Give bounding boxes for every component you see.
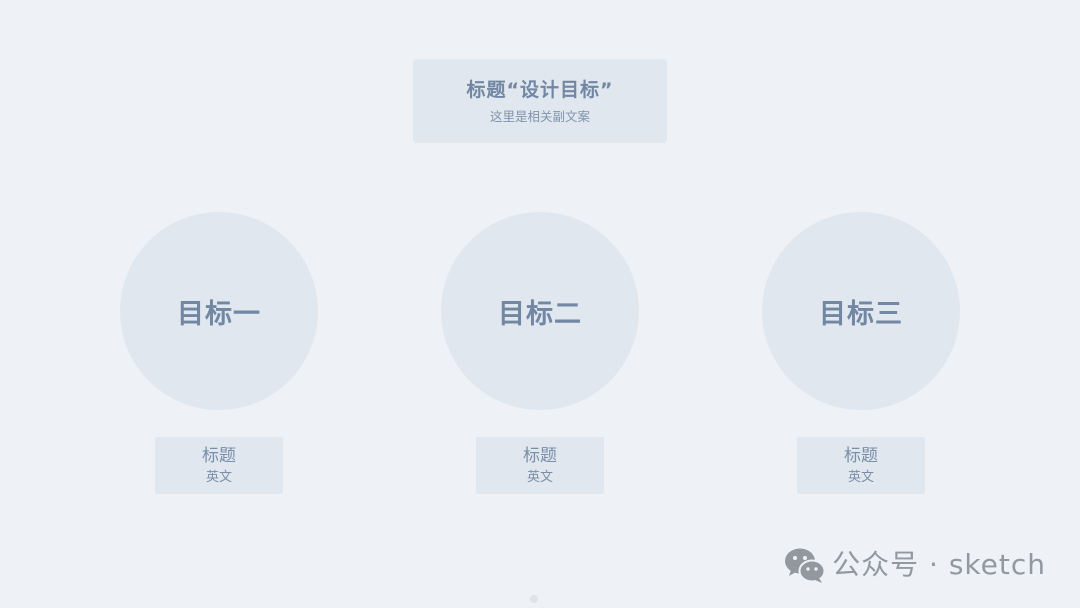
- watermark: 公众号 · sketch: [784, 545, 1046, 585]
- wechat-icon: [785, 548, 826, 583]
- goal-card-1: 目标一 标题 英文: [120, 212, 318, 494]
- goal-label-title: 标题: [523, 446, 557, 466]
- goal-circle: 目标三: [762, 212, 960, 410]
- header-card: 标题“设计目标” 这里是相关副文案: [413, 59, 667, 143]
- goal-label-subtitle: 英文: [847, 470, 874, 485]
- page-title: 标题“设计目标”: [466, 78, 614, 101]
- goal-label-subtitle: 英文: [526, 470, 553, 485]
- goal-label-subtitle: 英文: [205, 470, 232, 485]
- goal-card-3: 目标三 标题 英文: [762, 212, 960, 494]
- goal-title: 目标二: [498, 298, 582, 330]
- goal-label-box: 标题 英文: [476, 437, 604, 494]
- goal-label-box: 标题 英文: [155, 437, 283, 494]
- goal-title: 目标一: [177, 298, 261, 330]
- goal-label-title: 标题: [202, 446, 236, 466]
- small-logo-icon: [530, 595, 538, 603]
- goal-circle: 目标二: [441, 212, 639, 410]
- goal-label-title: 标题: [844, 446, 878, 466]
- goal-card-2: 目标二 标题 英文: [441, 212, 639, 494]
- goal-label-box: 标题 英文: [797, 437, 925, 494]
- goal-circle: 目标一: [120, 212, 318, 410]
- page-subtitle: 这里是相关副文案: [489, 108, 590, 124]
- goal-title: 目标三: [819, 298, 903, 330]
- watermark-text: 公众号 · sketch: [832, 548, 1046, 581]
